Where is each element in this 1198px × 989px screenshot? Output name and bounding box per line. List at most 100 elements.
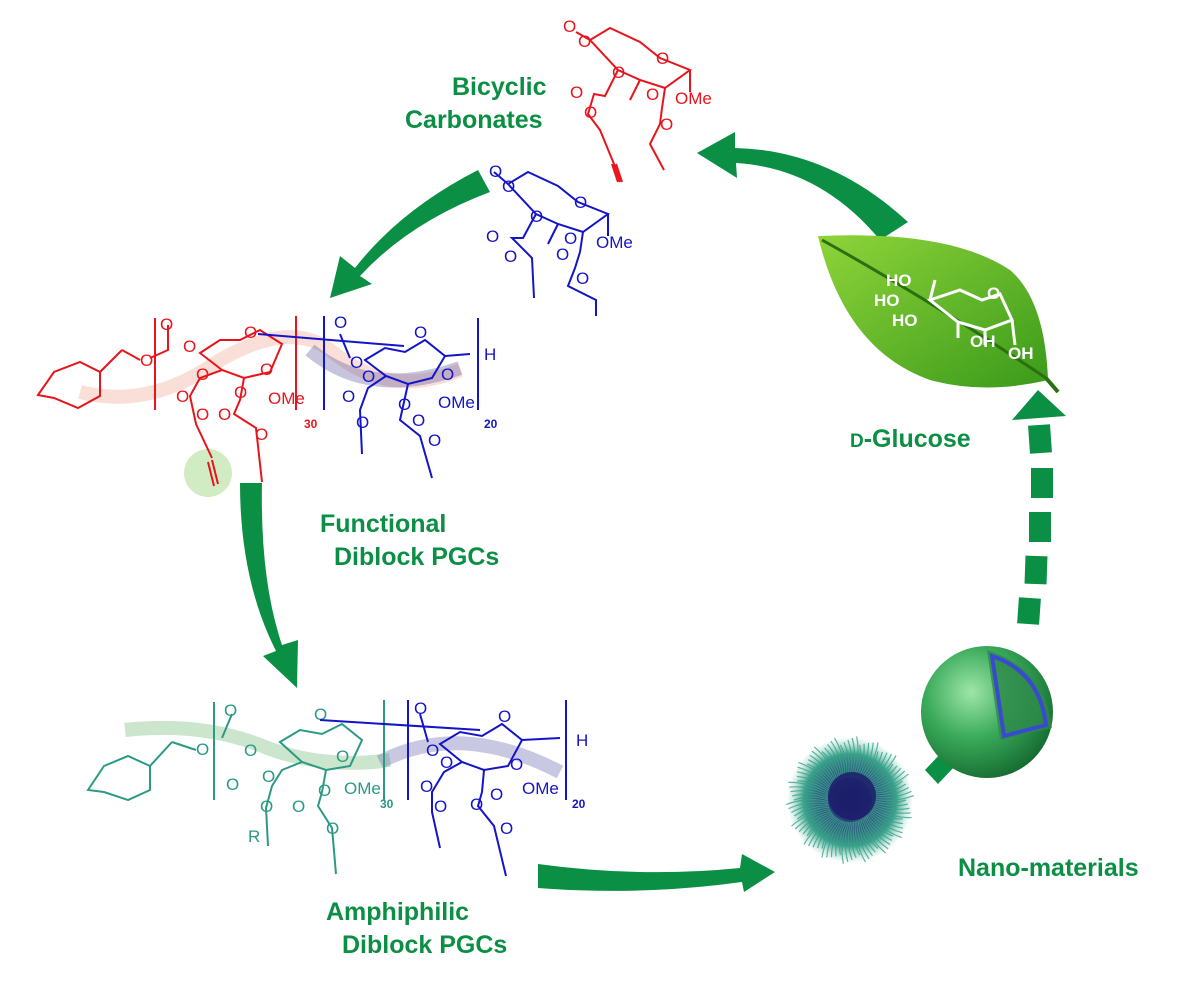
amph-blue-o-4: O <box>440 753 453 772</box>
micelle-chain <box>806 813 834 837</box>
amph-sub-30: 30 <box>380 797 394 811</box>
nano-label: Nano-materials <box>958 854 1139 882</box>
micelle-chain <box>796 771 832 791</box>
micelle-chain <box>854 821 866 863</box>
cycle-arrows <box>240 132 1066 892</box>
func-blue-o-7: O <box>398 395 411 414</box>
amph-blue-o-5: O <box>420 777 433 796</box>
micelle-chain <box>868 809 904 829</box>
micelle-chain <box>789 786 829 796</box>
func-red-o-8: O <box>234 383 247 402</box>
func-red-o-4: O <box>244 323 257 342</box>
arrow-amphiphilic-to-nano <box>538 854 775 892</box>
functional-label-1: Functional <box>320 510 446 538</box>
func-red-o-2: O <box>160 315 173 334</box>
amph-blue-o-6: O <box>434 797 447 816</box>
micelle-chain <box>803 814 835 845</box>
blue-o-9: O <box>576 269 589 288</box>
func-red-o-3: O <box>183 337 196 356</box>
amph-teal-o-10: O <box>326 819 339 838</box>
micelle-chain <box>850 821 857 858</box>
alkyne-highlight <box>184 449 232 497</box>
glucose-ho-3: HO <box>892 311 918 330</box>
micelle-chain <box>791 808 830 827</box>
amph-blue-h: H <box>576 731 588 750</box>
func-red-o-11: O <box>260 360 273 379</box>
amph-teal-o-9: O <box>318 781 331 800</box>
amphiphilic-label-1: Amphiphilic <box>326 898 469 926</box>
red-bicyclic-monomer <box>575 26 693 183</box>
func-red-o-1: O <box>140 351 153 370</box>
func-red-o-5: O <box>196 365 209 384</box>
micelle-chain <box>797 766 832 789</box>
func-blue-ome: OMe <box>438 393 475 412</box>
micelle-chain <box>871 804 911 814</box>
micelle-chain <box>857 820 873 857</box>
func-red-o-7: O <box>196 405 209 424</box>
micelle-chain <box>870 805 912 819</box>
blue-o-4: O <box>574 193 587 212</box>
blue-o-1: O <box>489 162 502 181</box>
amph-teal-o-6: O <box>226 775 239 794</box>
amph-teal-o-5: O <box>262 767 275 786</box>
blue-o-7: O <box>564 229 577 248</box>
micelle-chain <box>788 781 830 795</box>
micelle-chain <box>867 812 902 839</box>
arrow-glucose-to-monomers <box>697 132 908 240</box>
micelle-chain <box>812 816 837 848</box>
amph-blue-o-8: O <box>490 785 503 804</box>
micelle-chain <box>841 821 849 864</box>
micelle-chain <box>791 803 829 813</box>
amph-teal-o-1: O <box>196 740 209 759</box>
blue-o-8: O <box>556 245 569 264</box>
func-blue-o-2: O <box>350 353 363 372</box>
func-red-o-6: O <box>176 387 189 406</box>
glucose-oh-2: OH <box>1008 344 1034 363</box>
red-ome: OMe <box>675 89 712 108</box>
arrow-monomers-to-polymer <box>330 170 490 298</box>
micelle-chain <box>862 817 889 850</box>
bicyclic-label-2: Carbonates <box>405 106 543 134</box>
micelle-chain <box>859 819 876 853</box>
micelle-chain <box>793 805 829 817</box>
amph-teal-o-11: O <box>336 747 349 766</box>
micelle-chain <box>798 811 832 833</box>
func-blue-o-10: O <box>441 365 454 384</box>
amphiphilic-diblock-structure: O O O O O O O O O O O R OMe 30 O <box>86 699 588 877</box>
micelle-chain <box>871 802 910 810</box>
func-blue-o-9: O <box>428 431 441 450</box>
micelle-chain <box>802 812 833 835</box>
micelle-chain <box>807 815 836 847</box>
glucose-label: D-Glucose <box>850 425 971 453</box>
arrow-functional-to-amphiphilic <box>240 483 298 688</box>
micelle-chain <box>856 820 870 860</box>
func-sub-20: 20 <box>484 417 498 431</box>
micelle-chain <box>830 820 844 858</box>
amphiphilic-label-2: Diblock PGCs <box>342 931 507 959</box>
leaf-icon: HO HO HO O OH OH <box>818 235 1060 394</box>
func-blue-o-6: O <box>356 413 369 432</box>
micelle-chain <box>798 761 833 788</box>
amph-blue-o-3: O <box>498 707 511 726</box>
red-o-4: O <box>656 49 669 68</box>
micelle-chain <box>870 807 903 820</box>
func-blue-o-4: O <box>362 367 375 386</box>
micelle-chain <box>785 799 829 806</box>
func-blue-o-5: O <box>342 387 355 406</box>
micelle-chain <box>797 780 830 793</box>
amph-blue-o-9: O <box>500 819 513 838</box>
glucose-ho-2: HO <box>874 291 900 310</box>
micelle-chain <box>816 817 839 849</box>
bicyclic-label-1: Bicyclic <box>452 73 547 101</box>
red-o-5: O <box>570 83 583 102</box>
micelle-chain <box>794 809 831 830</box>
micelle-chain <box>826 820 843 858</box>
func-blue-o-8: O <box>412 411 425 430</box>
amph-teal-o-2: O <box>224 701 237 720</box>
micelle-chain <box>860 818 879 849</box>
micelle-chain <box>865 815 892 841</box>
red-o-7: O <box>646 85 659 104</box>
glucose-ho-1: HO <box>886 271 912 290</box>
amph-teal-o-7: O <box>260 797 273 816</box>
micelle-chain <box>797 806 830 820</box>
